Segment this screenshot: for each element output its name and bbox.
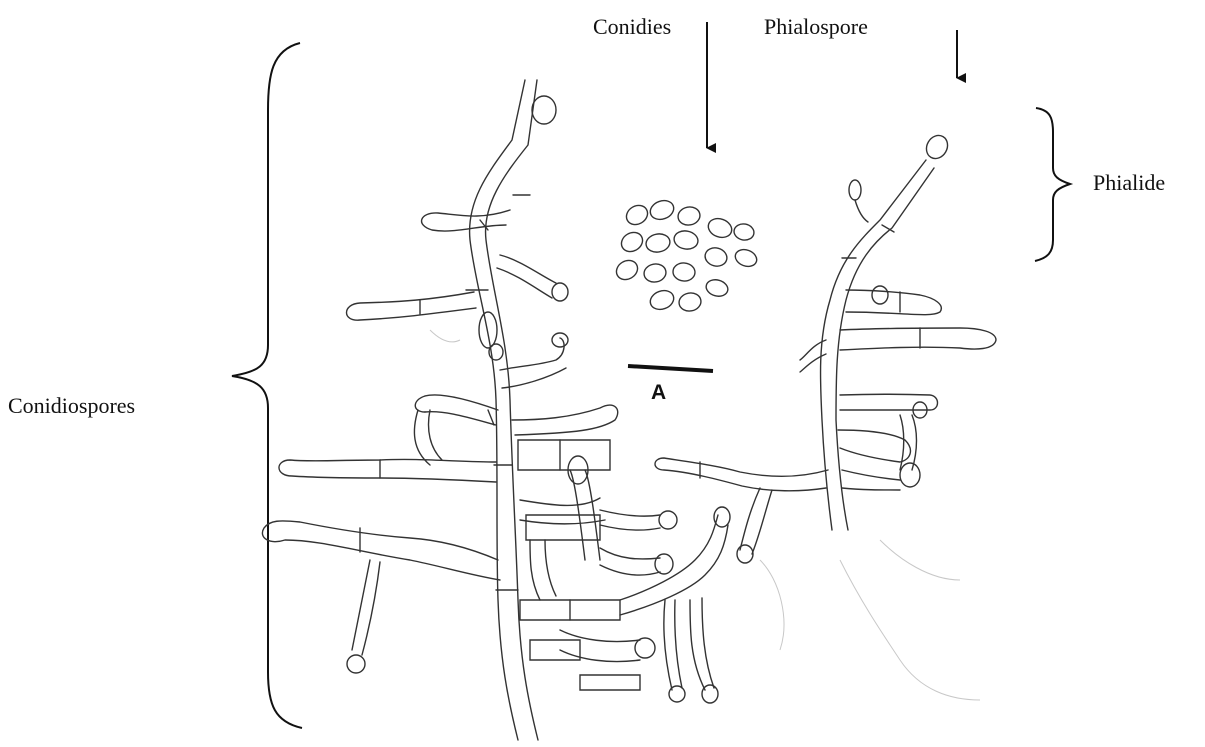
scale-bar	[628, 366, 713, 371]
label-phialospore: Phialospore	[764, 14, 868, 40]
right-conidiophore	[655, 132, 996, 563]
brace-conidiospores	[232, 43, 302, 728]
conidia-cluster	[613, 197, 759, 312]
left-conidiophore	[262, 80, 730, 740]
scale-bar-label: A	[651, 381, 666, 405]
brace-phialide	[1035, 108, 1070, 261]
label-phialide: Phialide	[1093, 170, 1165, 196]
label-conidiospores: Conidiospores	[8, 393, 135, 419]
label-conidies: Conidies	[593, 14, 671, 40]
